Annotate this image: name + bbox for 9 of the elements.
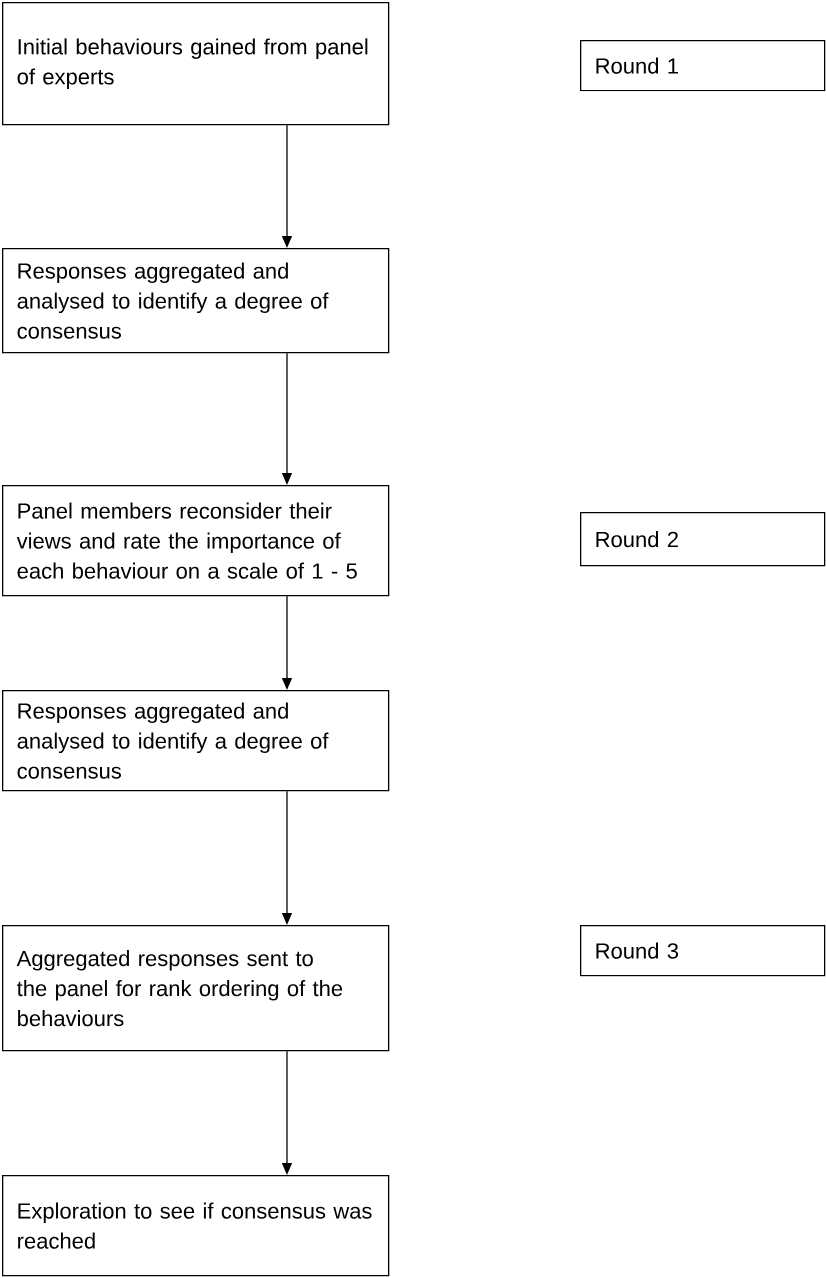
process-box: Responses aggregated and analysed to identify a degree of consensus xyxy=(2,690,390,792)
round-label-box: Round 2 xyxy=(580,512,826,567)
process-box: Aggregated responses sent to the panel for rank ordering of the behaviours xyxy=(2,925,390,1052)
process-box: Initial behaviours gained from panel of experts xyxy=(2,2,390,126)
process-box: Exploration to see if consensus was reached xyxy=(2,1175,390,1277)
process-box: Responses aggregated and analysed to identify a degree of consensus xyxy=(2,248,390,354)
round-label-box: Round 3 xyxy=(580,925,826,977)
round-label-box: Round 1 xyxy=(580,40,826,92)
process-box: Panel members reconsider their views and rate the importance of each behaviour on a scale of 1 - 5 xyxy=(2,485,390,597)
